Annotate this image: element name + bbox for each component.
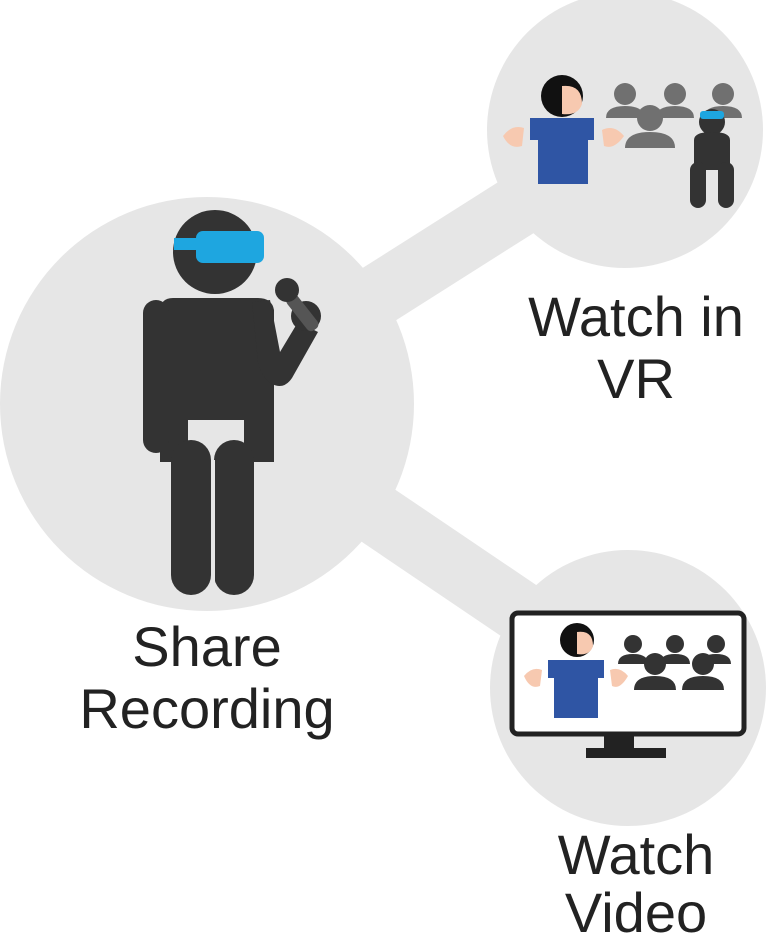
vr-audience-scene-icon: [503, 75, 742, 208]
presenter-right-arm: [252, 300, 318, 386]
monitor-screen: [509, 610, 747, 737]
connectors: [339, 174, 571, 656]
vr-presenter-with-microphone-icon: [143, 210, 321, 595]
microphone-icon: [275, 278, 319, 332]
vr-presenter-shirt: [530, 118, 594, 184]
screen-audience-icon: [618, 635, 731, 690]
headset-visor: [196, 231, 264, 263]
seated-vr-viewer-icon: [690, 109, 734, 208]
presenter-torso: [160, 298, 274, 462]
presenter-left-leg: [171, 440, 211, 595]
share-label-line1: Share: [132, 615, 281, 678]
connector-to-video: [339, 479, 571, 656]
vr-presenter-right-hand: [602, 128, 624, 147]
video-label-line2: Video: [565, 881, 707, 935]
vr-label-line1: Watch in: [528, 285, 744, 348]
monitor-video-icon: [509, 610, 747, 758]
presenter-right-leg: [214, 440, 254, 595]
vr-label-line2: VR: [597, 347, 675, 410]
monitor-base: [586, 748, 666, 758]
video-label-line1: Watch: [558, 823, 715, 886]
audience-group-icon: [606, 83, 742, 148]
share-label-line2: Recording: [79, 677, 334, 740]
vr-presenter-left-hand: [503, 127, 524, 147]
presenter-left-arm: [143, 300, 169, 453]
connector-to-vr: [339, 174, 551, 331]
